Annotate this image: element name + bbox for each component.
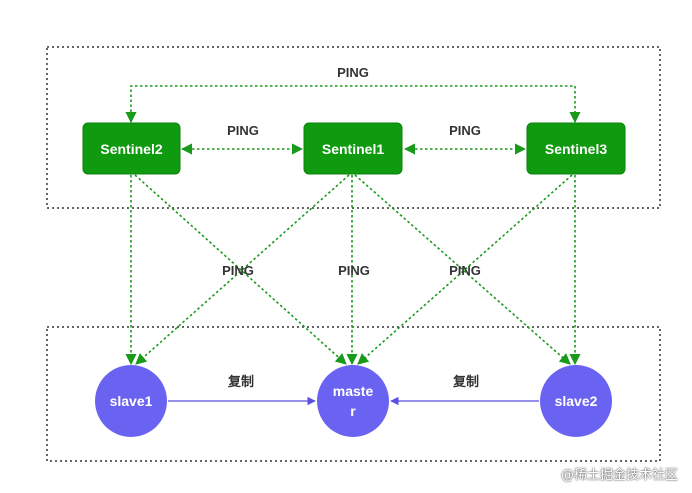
ping-label-s2-s1: PING — [227, 123, 259, 138]
ping-line-s1-slave1 — [135, 174, 350, 365]
sentinel-group-frame — [46, 46, 661, 209]
slave1-label: slave1 — [110, 393, 153, 409]
ping-label-top: PING — [337, 65, 369, 80]
ping-label-cross-right: PING — [449, 263, 481, 278]
ping-label-cross-mid: PING — [338, 263, 370, 278]
slave2-node: slave2 — [540, 365, 612, 437]
sentinel2-label: Sentinel2 — [100, 141, 162, 157]
sentinel2-node: Sentinel2 — [82, 122, 181, 175]
sentinel3-label: Sentinel3 — [545, 141, 607, 157]
sentinel1-node: Sentinel1 — [303, 122, 403, 175]
master-label-line2: r — [350, 403, 356, 419]
sentinel1-label: Sentinel1 — [322, 141, 384, 157]
master-label-line1: maste — [333, 383, 374, 399]
slave2-label: slave2 — [555, 393, 598, 409]
redis-group-frame — [46, 326, 661, 462]
master-node: maste r — [317, 365, 389, 437]
slave1-node: slave1 — [95, 365, 167, 437]
watermark: @稀土掘金技术社区 — [560, 468, 678, 483]
sentinel3-node: Sentinel3 — [526, 122, 626, 175]
ping-label-cross-left: PING — [222, 263, 254, 278]
ping-line-top — [125, 85, 581, 124]
replicate-label-right: 复制 — [452, 374, 479, 389]
ping-label-s1-s3: PING — [449, 123, 481, 138]
ping-line-s2-master — [134, 174, 347, 365]
replicate-label-left: 复制 — [227, 374, 254, 389]
